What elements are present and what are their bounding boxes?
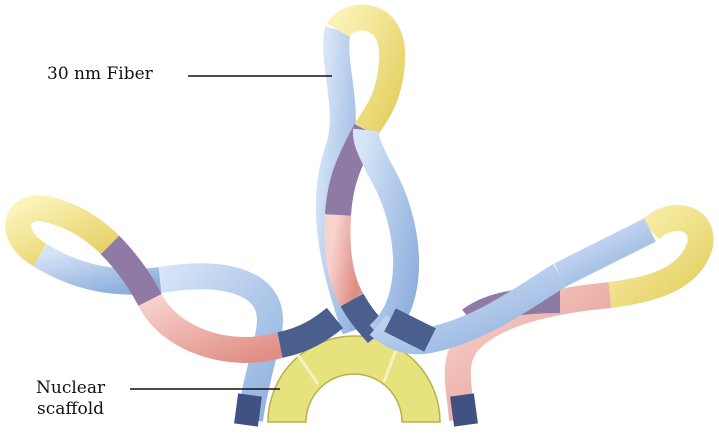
fiber-label: 30 nm Fiber — [47, 64, 153, 85]
central-fiber-loop — [329, 18, 406, 335]
scaffold-label: Nuclear scaffold — [36, 378, 105, 420]
scaffold-label-line2: scaffold — [36, 399, 105, 420]
scaffold-label-line1: Nuclear — [36, 378, 105, 399]
